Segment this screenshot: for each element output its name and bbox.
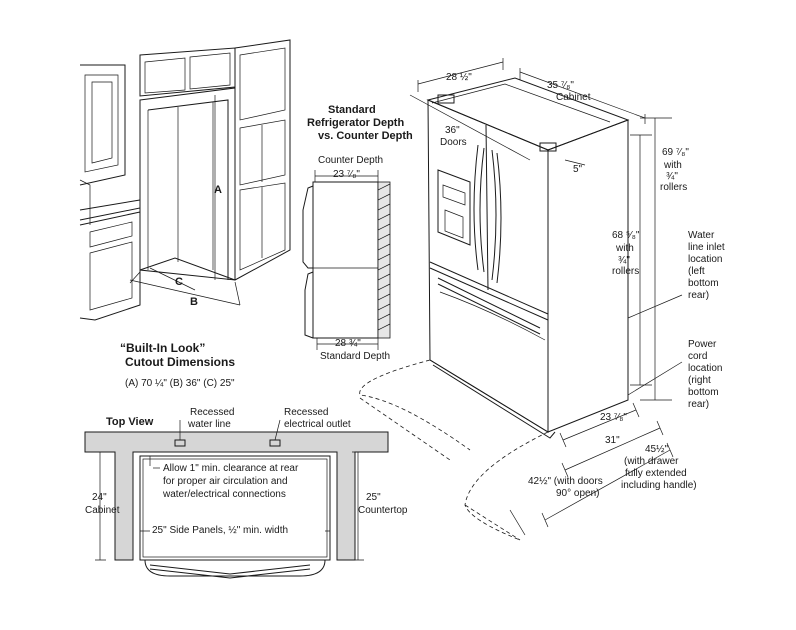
height-rollers-1-word: rollers bbox=[660, 182, 687, 193]
power-cord-line-3: location bbox=[688, 363, 722, 374]
depth-title-line2: Refrigerator Depth bbox=[307, 117, 404, 129]
height-rollers-1-with: with bbox=[663, 160, 682, 171]
dim-label-b: B bbox=[190, 296, 198, 308]
builtin-dimensions: (A) 70 ¼" (B) 36" (C) 25" bbox=[125, 377, 235, 389]
clearance-line-3: water/electrical connections bbox=[162, 489, 286, 500]
depth-drawer-line-3: fully extended bbox=[625, 468, 687, 479]
cabinet-depth-value: 35 ⁷⁄₈" bbox=[547, 80, 574, 91]
water-line-line-5: bottom bbox=[688, 278, 719, 289]
builtin-kitchen-drawing bbox=[79, 39, 291, 321]
topview-drawing bbox=[84, 419, 389, 579]
water-line-line-3: location bbox=[688, 254, 722, 265]
recessed-outlet-line-2: electrical outlet bbox=[284, 419, 351, 430]
water-line-line-2: line inlet bbox=[688, 242, 725, 253]
topview-countertop-value: 25" bbox=[366, 492, 381, 503]
height-rollers-1: 69 ⁷⁄₈" bbox=[662, 147, 689, 158]
clearance-line-2: for proper air circulation and bbox=[163, 476, 288, 487]
water-line-line-4: (left bbox=[688, 266, 705, 277]
depth-drawer-line-4: including handle) bbox=[621, 480, 697, 491]
depth-31-value: 31" bbox=[605, 435, 620, 446]
power-cord-line-1: Power bbox=[688, 339, 717, 350]
topview-cabinet-word: Cabinet bbox=[85, 505, 120, 516]
height-rollers-2-word: rollers bbox=[612, 266, 639, 277]
power-cord-line-6: rear) bbox=[688, 399, 709, 410]
counter-depth-label: Counter Depth bbox=[318, 155, 383, 166]
water-line-line-1: Water bbox=[688, 230, 715, 241]
depth-base-value: 23 ⁷⁄₈" bbox=[600, 412, 627, 423]
clearance-line-1: Allow 1" min. clearance at rear bbox=[163, 463, 299, 474]
fridge-height-dimension-lines bbox=[627, 117, 683, 401]
depth-drawer-line-1: 45½" bbox=[645, 444, 668, 455]
fridge-top-dimension-lines bbox=[409, 58, 646, 166]
standard-depth-label: Standard Depth bbox=[320, 351, 390, 362]
depth-drawer-line-2: (with drawer bbox=[624, 456, 679, 467]
topview-title: Top View bbox=[106, 416, 154, 428]
height-rollers-2-with: with bbox=[615, 243, 634, 254]
depth-title-line1: Standard bbox=[328, 104, 376, 116]
depth-title-line3: vs. Counter Depth bbox=[318, 130, 413, 142]
power-cord-line-2: cord bbox=[688, 351, 707, 362]
hinge-clearance-value: 5" bbox=[573, 164, 583, 175]
topview-cabinet-value: 24" bbox=[92, 492, 107, 503]
recessed-water-line-2: water line bbox=[187, 419, 231, 430]
builtin-title-line1: “Built-In Look” bbox=[120, 341, 205, 355]
doors-value: 36" bbox=[445, 125, 460, 136]
height-rollers-2-frac: ¾" bbox=[618, 255, 630, 266]
power-cord-note: Power cord location (right bottom rear) bbox=[688, 339, 722, 410]
side-panels-note: 25" Side Panels, ½" min. width bbox=[152, 525, 288, 536]
power-cord-line-5: bottom bbox=[688, 387, 719, 398]
dim-label-a: A bbox=[214, 184, 222, 196]
doors-word: Doors bbox=[440, 137, 467, 148]
water-line-note: Water line inlet location (left bottom r… bbox=[688, 230, 725, 301]
fridge-width-top: 28 ½" bbox=[446, 72, 472, 83]
topview-countertop-word: Countertop bbox=[358, 505, 408, 516]
counter-depth-value: 23 ⁷⁄₈" bbox=[333, 169, 360, 180]
recessed-water-line-1: Recessed bbox=[190, 407, 234, 418]
dim-label-c: C bbox=[175, 276, 183, 288]
fridge-depth-dimension-lines bbox=[509, 402, 674, 536]
height-rollers-2: 68 ⁵⁄₈" bbox=[612, 230, 640, 241]
standard-depth-value: 28 ¾" bbox=[335, 338, 361, 349]
builtin-title-line2: Cutout Dimensions bbox=[125, 355, 235, 369]
water-line-line-6: rear) bbox=[688, 290, 709, 301]
cabinet-depth-word: Cabinet bbox=[556, 92, 591, 103]
height-rollers-1-frac: ¾" bbox=[666, 171, 678, 182]
depth-doors-open-line-2: 90° open) bbox=[556, 488, 599, 499]
power-cord-line-4: (right bbox=[688, 375, 711, 386]
depth-comparison-drawing bbox=[302, 170, 391, 350]
refrigerator-drawing bbox=[359, 77, 630, 541]
depth-doors-open-line-1: 42½" (with doors bbox=[528, 476, 603, 487]
recessed-outlet-line-1: Recessed bbox=[284, 407, 328, 418]
